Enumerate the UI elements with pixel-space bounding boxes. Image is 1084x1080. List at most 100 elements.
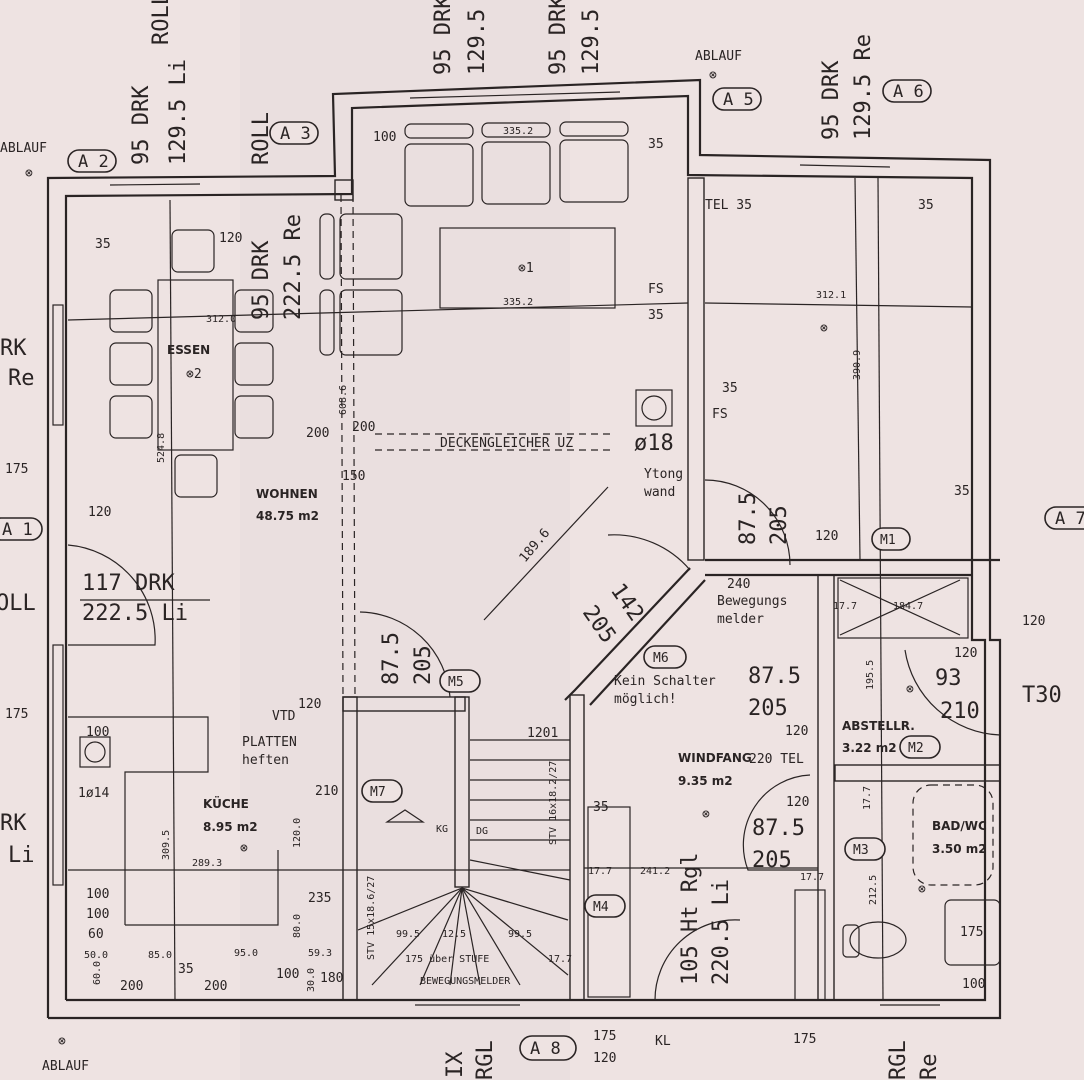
a6-top-label: 95 DRK (819, 60, 844, 140)
door-tag-m3: M3 (844, 837, 886, 861)
room-bad-area: 3.50 m2 (932, 842, 987, 856)
room-windfang: WINDFANG (678, 751, 752, 765)
notes: ABLAUF⊗ ABLAUF⊗ ABLAUF⊗ DECKENGLEICHER U… (0, 49, 804, 1074)
d500-label: 50.0 (84, 950, 108, 961)
a1-label: A 1 (2, 520, 33, 540)
light-icon: ⊗ (918, 882, 926, 897)
d335b-label: 335.2 (503, 297, 533, 308)
platten1-label: PLATTEN (242, 735, 297, 750)
m2-fire-label: T30 (1022, 683, 1062, 708)
d2893-label: 289.3 (192, 858, 222, 869)
a3-top-label: 95 DRK (249, 240, 274, 320)
a4-bot-label: 129.5 (465, 9, 490, 75)
d2412-label: 241.2 (640, 866, 670, 877)
bottom-rgl2-label: RGL (886, 1040, 911, 1080)
tel220-label: 220 TEL (749, 752, 804, 767)
door-tag-m6: M6 (643, 645, 687, 669)
light-essen: ⊗2 (186, 367, 202, 382)
d995a-label: 99.5 (396, 929, 420, 940)
d300-label: 30.0 (306, 968, 317, 992)
m5-h-label: 205 (411, 645, 436, 685)
a1-roll-label: OLL (0, 591, 36, 616)
a4-top-label: 95 DRK (431, 0, 456, 75)
door-tags: M1 M2 M3 M4 M5 M6 M7 (361, 527, 941, 918)
m5-label: M5 (448, 675, 464, 690)
d3121-label: 312.1 (816, 290, 846, 301)
ablauf-bl-label: ABLAUF (42, 1059, 89, 1074)
d200c-label: 200 (120, 979, 143, 994)
d2125-label: 212.5 (868, 875, 879, 905)
d100c-label: 100 (86, 887, 109, 902)
d1201-label: 1201 (527, 726, 558, 741)
ytong2-label: wand (644, 485, 675, 500)
left2-bot-label: Li (8, 843, 35, 868)
d35b-label: 35 (648, 308, 664, 323)
staircase (357, 739, 571, 986)
d125-label: 12.5 (442, 929, 466, 940)
axis-tag-a5: A 5 (712, 87, 762, 111)
d120d-label: 120 (954, 646, 977, 661)
d240-label: 240 (727, 577, 750, 592)
light-icon: ⊗ (820, 321, 828, 336)
room-labels: ESSEN ⊗2 ⊗1 WOHNEN 48.75 m2 KÜCHE 8.95 m… (167, 261, 987, 856)
d177e-label: 17.7 (862, 786, 873, 810)
room-wohnen: WOHNEN (256, 487, 318, 501)
left-top-label: RK (0, 336, 27, 361)
d175e-label: 175 (960, 925, 983, 940)
d120f-label: 120 (785, 724, 808, 739)
room-bad: BAD/WC (932, 819, 987, 833)
d120e-label: 120 (1022, 614, 1045, 629)
a2-bot-label: 129.5 Li (166, 59, 191, 165)
drain-icon: ⊗ (58, 1034, 66, 1049)
d120g-label: 120 (786, 795, 809, 810)
d5248-label: 524.8 (156, 433, 167, 463)
m2-w-label: 93 (935, 666, 962, 691)
drain-icon: ⊗ (25, 166, 33, 181)
kg-label: KG (436, 824, 448, 835)
d175d-label: 175 (793, 1032, 816, 1047)
windfang-h-label: 205 (748, 696, 788, 721)
d60-label: 60 (88, 927, 104, 942)
left2-top-label: RK (0, 811, 27, 836)
stv2-label: STV 16x18.2/27 (548, 761, 559, 845)
room-kueche-area: 8.95 m2 (203, 820, 258, 834)
dg-label: DG (476, 826, 488, 837)
a5-bot-label: 129.5 (579, 9, 604, 75)
axis-tag-a1: A 1 (0, 517, 43, 541)
a7-label: A 7 (1055, 509, 1084, 529)
d120h-label: 120 (298, 697, 321, 712)
a2-roll-label: ROLL (149, 0, 174, 45)
bew2-label: melder (717, 612, 764, 627)
platten2-label: heften (242, 753, 289, 768)
a2-label: A 2 (78, 152, 109, 172)
kl-label: KL (655, 1034, 671, 1049)
stv1-label: STV 15x18.6/27 (366, 876, 377, 960)
m1-h-label: 205 (767, 505, 792, 545)
drain-icon: ⊗ (709, 68, 717, 83)
ablauf-tl-label: ABLAUF (0, 141, 47, 156)
m3-label: M3 (853, 843, 869, 858)
axis-tag-a6: A 6 (882, 79, 932, 103)
m3-h-label: 205 (752, 848, 792, 873)
d120i-label: 120 (593, 1051, 616, 1066)
light-icon: ⊗ (906, 682, 914, 697)
axis-tag-a7: A 7 (1044, 506, 1084, 530)
d35h-label: 35 (593, 800, 609, 815)
d995b-label: 99.5 (508, 929, 532, 940)
d950-label: 95.0 (234, 948, 258, 959)
fs2-label: FS (712, 407, 728, 422)
a6-bot-label: 129.5 Re (851, 34, 876, 140)
front-top-label: 105 Ht Rgl (678, 853, 703, 985)
d177c-label: 17.7 (800, 872, 824, 883)
d177a-label: 17.7 (548, 954, 572, 965)
d200a-label: 200 (306, 426, 329, 441)
a1-bot-label: 222.5 Li (82, 601, 188, 626)
d100f-label: 100 (962, 977, 985, 992)
room-wohnen-area: 48.75 m2 (256, 509, 319, 523)
chimney2-label: 1ø14 (78, 786, 109, 801)
left-bot-label: Re (8, 366, 35, 391)
d150-label: 150 (342, 469, 365, 484)
deckengleicher-uz-label: DECKENGLEICHER UZ (440, 436, 573, 451)
d200d-label: 200 (204, 979, 227, 994)
